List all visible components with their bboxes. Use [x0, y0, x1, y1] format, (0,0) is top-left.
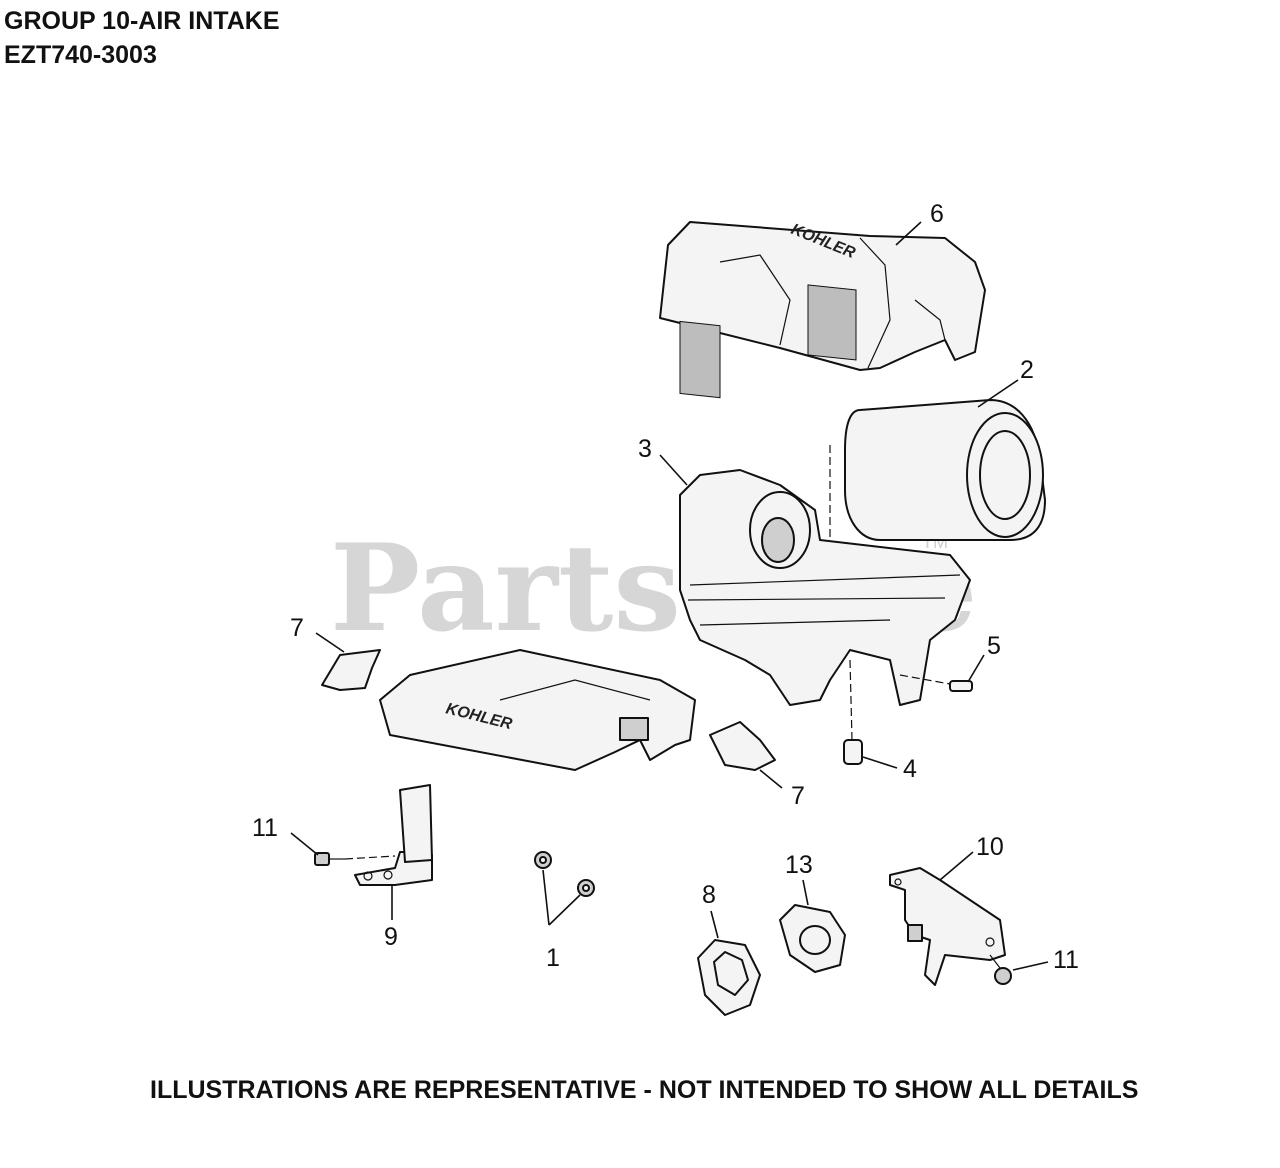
part-3-air-cleaner-base[interactable]: [679, 469, 971, 741]
callout-3: 3: [638, 435, 652, 463]
part-13-gasket[interactable]: [779, 904, 846, 973]
part-1-nuts[interactable]: [534, 851, 595, 897]
part-6-cover[interactable]: KOHLER: [659, 221, 986, 399]
callout-11-left: 11: [252, 814, 278, 842]
model-number: EZT740-3003: [4, 41, 157, 69]
part-10-bracket[interactable]: [889, 867, 1006, 986]
callout-8: 8: [702, 881, 716, 909]
callout-1: 1: [546, 944, 560, 972]
callout-10: 10: [976, 833, 1004, 861]
callout-13: 13: [785, 851, 813, 879]
part-9-bracket[interactable]: [354, 784, 433, 886]
part-11-bolt-left[interactable]: [314, 852, 396, 866]
callout-9: 9: [384, 923, 398, 951]
leader-lines: [290, 221, 1049, 971]
part-5-pin[interactable]: [899, 674, 973, 692]
part-11-nut-right[interactable]: [989, 954, 1012, 985]
callout-4: 4: [903, 755, 917, 783]
callout-6: 6: [930, 200, 944, 228]
callout-2: 2: [1020, 356, 1034, 384]
part-8-gasket[interactable]: [697, 939, 761, 1016]
part-4-spacer[interactable]: [843, 739, 863, 765]
callout-7-upper: 7: [290, 614, 304, 642]
page-title: GROUP 10-AIR INTAKE: [4, 7, 280, 35]
part-2-air-filter[interactable]: [829, 399, 1046, 560]
lower-cover[interactable]: KOHLER: [379, 649, 696, 771]
callout-7-lower: 7: [791, 782, 805, 810]
part-7-clip-right[interactable]: [709, 721, 776, 771]
callout-5: 5: [987, 632, 1001, 660]
callout-11-right: 11: [1053, 946, 1079, 974]
part-7-clip-left[interactable]: [321, 649, 381, 691]
disclaimer-note: ILLUSTRATIONS ARE REPRESENTATIVE - NOT I…: [150, 1076, 1139, 1104]
